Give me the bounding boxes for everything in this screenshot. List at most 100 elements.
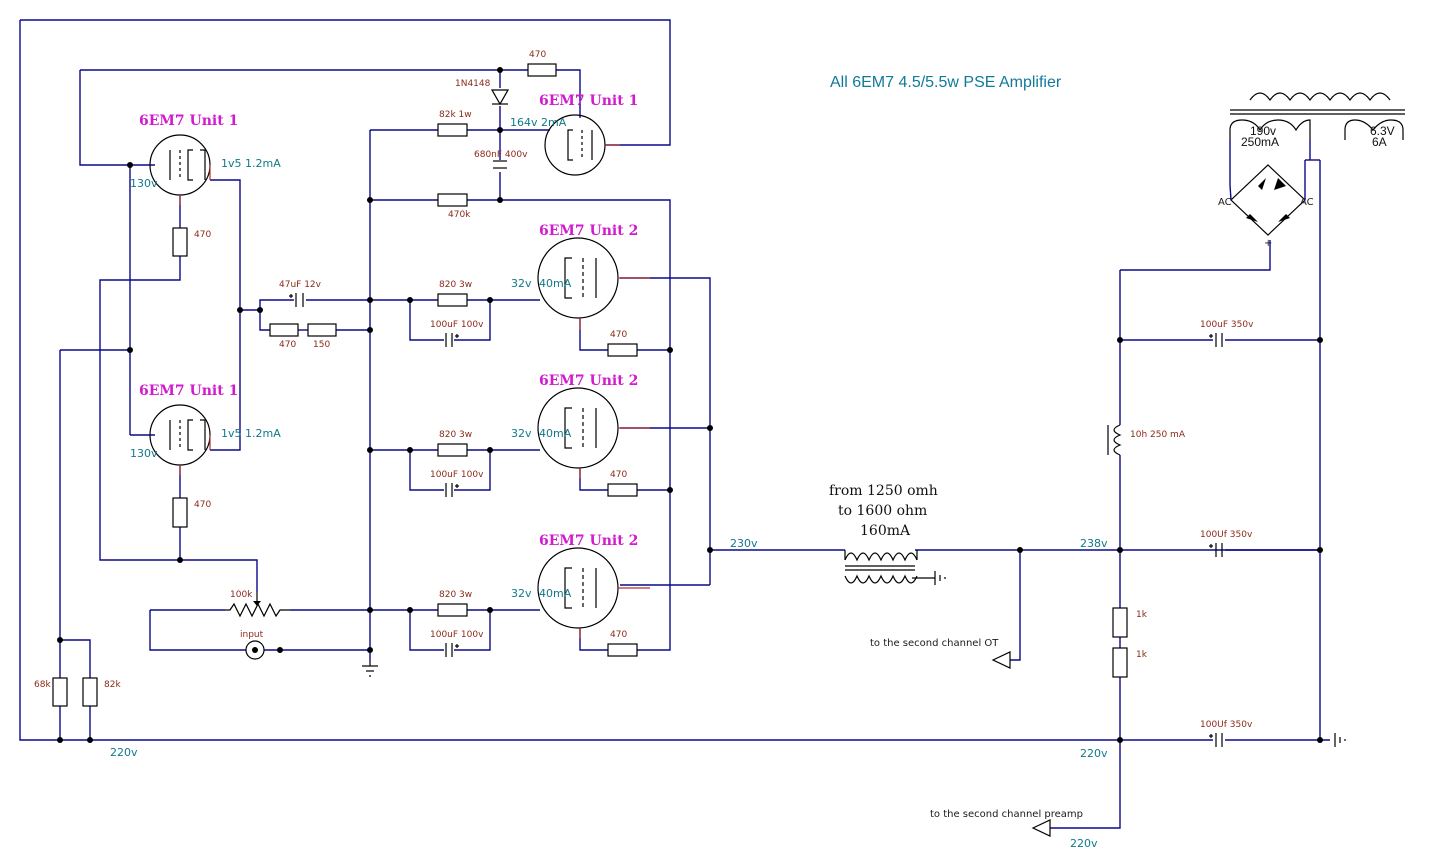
capacitor-stage2 [445,483,459,497]
resistor-82k [437,123,468,137]
tube-label-power-3: 6EM7 Unit 2 [539,533,638,549]
output-transformer [844,550,918,584]
label-r-cathode-bottom: 470 [194,500,211,510]
voltage-220-right: 220v [1080,747,1108,760]
page-title: All 6EM7 4.5/5.5w PSE Amplifier [830,74,1062,91]
ground-symbol-psu [1334,733,1346,747]
tube-label-driver-bottom: 6EM7 Unit 1 [139,383,238,399]
resistor-820-stage3 [437,603,468,617]
label-r-68k: 68k [34,680,51,690]
offpage-connector-preamp [1031,819,1051,837]
label-cap-47uf: 47uF 12v [279,280,322,290]
label-cap-psu-bottom: 100Uf 350v [1200,720,1253,730]
resistor-cathode-top [172,227,188,257]
capacitor-psu-mid [1209,543,1223,557]
label-r-1k-a: 1k [1136,610,1148,620]
voltage-driver-top-plate: 130v [130,177,158,190]
voltage-220-bottom: 220v [1070,837,1098,850]
current-power-2: 40mA [539,427,572,440]
ground-symbol-main [362,660,378,677]
label-stage1-g: 470 [610,330,627,340]
label-pot: 100k [230,590,253,600]
voltage-follower: 164v 2mA [510,116,567,129]
label-secondary-heater-2: 6A [1372,135,1387,149]
voltage-driver-bottom-bias: 1v5 1.2mA [221,427,281,440]
tube-leads [179,144,650,638]
label-stage1-c: 100uF 100v [430,320,484,330]
resistor-cathode-bottom [172,497,188,528]
label-r-cathode-top: 470 [194,230,211,240]
resistor-820-stage2 [437,443,468,457]
voltage-power-3-grid: 32v [511,587,532,600]
voltage-238: 238v [1080,537,1108,550]
tube-label-driver-top: 6EM7 Unit 1 [139,113,238,129]
label-to-second-ot: to the second channel OT [870,638,999,649]
tube-label-power-2: 6EM7 Unit 2 [539,373,638,389]
ground-symbol-ot [912,571,946,585]
resistor-470-feedback [527,63,557,77]
capacitor-psu-bottom [1209,733,1223,747]
wiring [19,19,1330,829]
label-r-150: 150 [313,340,330,350]
ot-label-line-2: to 1600 ohm [838,503,927,519]
resistor-470k [437,193,468,207]
voltage-power-1-grid: 32v [511,277,532,290]
resistor-1k-b [1112,647,1128,678]
label-stage2-g: 470 [610,470,627,480]
voltage-220-left: 220v [110,746,138,759]
resistors [52,63,1128,707]
resistor-470-stage3 [607,643,638,657]
resistor-470-series [269,323,299,337]
label-ac-right: AC [1300,197,1314,208]
label-stage2-c: 100uF 100v [430,470,484,480]
label-cap-680nf: 680nF 400v [474,150,528,160]
choke-10h [1107,424,1122,456]
label-cap-psu-mid: 100Uf 350v [1200,530,1253,540]
resistor-68k [52,677,68,707]
capacitor-stage3 [445,643,459,657]
voltage-230: 230v [730,537,758,550]
current-power-1: 40mA [539,277,572,290]
capacitor-47uf [289,293,304,307]
offpage-connector-ot [991,651,1011,669]
input-jack [245,640,265,660]
label-stage3-r: 820 3w [439,590,472,600]
label-cap-psu-top: 100uF 350v [1200,320,1254,330]
voltage-driver-top-bias: 1v5 1.2mA [221,157,281,170]
label-r-82k: 82k 1w [439,110,472,120]
junction-dots [57,67,1323,743]
label-secondary-heater-1: 6.3V [1370,124,1395,138]
label-stage3-c: 100uF 100v [430,630,484,640]
label-secondary-hv-2: 250mA [1241,135,1279,149]
voltage-driver-bottom-plate: 130v [130,447,158,460]
capacitors [289,160,1223,747]
resistor-150 [307,323,337,337]
diode-1n4148 [490,89,510,106]
label-secondary-hv-1: 190v [1250,124,1276,138]
label-stage3-g: 470 [610,630,627,640]
resistor-820-stage1 [437,293,468,307]
label-input: input [240,630,264,640]
resistor-82k-divider [82,677,98,707]
tube-label-follower: 6EM7 Unit 1 [539,93,638,109]
potentiometer-100k [225,592,290,618]
label-choke: 10h 250 mA [1130,430,1186,440]
label-r-82k-divider: 82k [104,680,121,690]
capacitor-psu-top [1209,333,1223,347]
capacitor-680nf [493,160,507,169]
label-r-470k: 470k [448,210,471,220]
resistor-1k-a [1112,607,1128,638]
capacitor-stage1 [445,333,459,347]
tube-driver-bottom [149,404,211,466]
resistor-470-stage1 [607,343,638,357]
label-to-second-preamp: to the second channel preamp [930,809,1083,820]
label-r-470-series: 470 [279,340,296,350]
label-stage2-r: 820 3w [439,430,472,440]
tube-driver-top [149,134,211,196]
tube-label-power-1: 6EM7 Unit 2 [539,223,638,239]
bridge-rectifier [1229,160,1306,236]
power-transformer [1229,92,1405,140]
label-bridge-plus: + [1264,238,1272,249]
resistor-470-stage2 [607,483,638,497]
